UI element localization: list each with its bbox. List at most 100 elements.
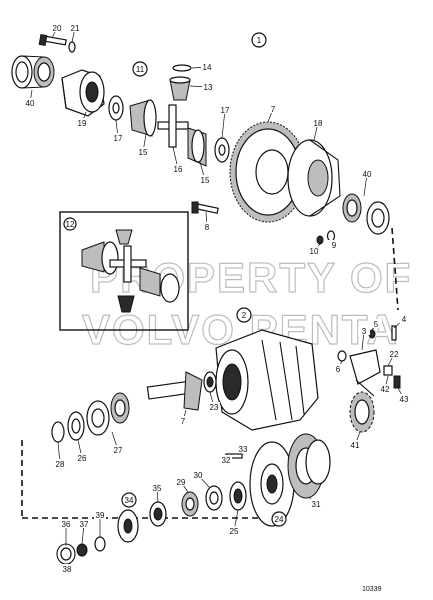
part-label-29: 29 — [175, 477, 189, 493]
shim-26-part — [67, 411, 85, 441]
part-label-24: 24 — [271, 511, 287, 527]
label-backdrop — [398, 394, 410, 403]
part-number: 7 — [271, 105, 276, 114]
bearing-31-part — [287, 433, 331, 499]
label-backdrop — [358, 326, 370, 335]
flange-34-part — [117, 509, 139, 543]
part-number: 43 — [400, 395, 409, 404]
part-number: 41 — [351, 441, 360, 450]
bearing-25-part — [229, 481, 247, 511]
washer-21-part — [68, 41, 76, 53]
part-number: 27 — [114, 446, 123, 455]
part-number: 23 — [210, 403, 219, 412]
part-number: 3 — [362, 327, 367, 336]
part-number: 10 — [310, 247, 319, 256]
part-label-37: 37 — [78, 519, 90, 545]
inset-label: 12 — [66, 220, 75, 229]
ring-29-part — [181, 491, 199, 517]
label-backdrop — [349, 440, 361, 449]
label-backdrop — [201, 62, 213, 71]
part-label-31: 31 — [309, 497, 322, 509]
washer-39-part — [94, 536, 106, 552]
label-backdrop — [310, 499, 322, 508]
part-number: 36 — [62, 520, 71, 529]
assembly-guide-right — [391, 227, 399, 311]
label-backdrop — [199, 175, 211, 184]
label-backdrop — [308, 246, 320, 255]
part-number: 21 — [71, 24, 80, 33]
thrust-washer-17-left-part — [108, 95, 124, 121]
part-number: 30 — [194, 471, 203, 480]
label-backdrop — [172, 164, 184, 173]
part-number: 33 — [239, 445, 248, 454]
part-label-7: 7 — [267, 104, 279, 123]
part-label-17: 17 — [219, 105, 231, 139]
label-backdrop — [208, 402, 220, 411]
label-backdrop — [312, 118, 324, 127]
case-half-18-part — [287, 139, 341, 217]
part-number: 37 — [80, 520, 89, 529]
part-label-38: 38 — [61, 563, 73, 574]
part-label-14: 14 — [191, 62, 213, 72]
bearing-23-part — [203, 371, 217, 393]
part-number: 32 — [222, 456, 231, 465]
part-label-35: 35 — [151, 483, 163, 503]
part-label-10: 10 — [308, 243, 321, 256]
callout-circle — [132, 61, 148, 77]
part-number: 34 — [125, 496, 134, 505]
part-label-17: 17 — [112, 119, 124, 143]
part-number: 17 — [114, 134, 123, 143]
part-number: 26 — [78, 454, 87, 463]
differential-case-group — [11, 33, 390, 245]
thrust-washer-17-right-part — [214, 137, 230, 163]
pinion-gear-13-part — [169, 76, 191, 101]
part-label-36: 36 — [60, 519, 72, 546]
label-backdrop — [151, 483, 163, 492]
part-label-15: 15 — [199, 161, 211, 185]
nut-37-part — [76, 543, 88, 557]
part-label-8: 8 — [201, 211, 213, 232]
label-backdrop — [76, 118, 88, 127]
part-number: 17 — [221, 106, 230, 115]
label-backdrop — [361, 169, 373, 178]
part-number: 2 — [242, 311, 247, 320]
part-number: 5 — [374, 320, 379, 329]
part-number: 25 — [230, 527, 239, 536]
label-backdrop — [379, 384, 391, 393]
label-backdrop — [76, 453, 88, 462]
adjuster-ring-41-part — [349, 391, 375, 433]
part-label-2: 2 — [236, 307, 252, 323]
label-backdrop — [388, 349, 400, 358]
part-label-21: 21 — [69, 23, 81, 43]
washer-14-part — [172, 64, 192, 72]
part-label-16: 16 — [172, 146, 184, 174]
spider-cross-16-part — [157, 104, 189, 148]
part-label-25: 25 — [228, 509, 240, 536]
bolt-4-part — [391, 325, 397, 341]
part-label-41: 41 — [349, 431, 361, 450]
part-number: 38 — [63, 565, 72, 574]
part-number: 20 — [53, 24, 62, 33]
callout-circle — [236, 307, 252, 323]
part-label-5: 5 — [370, 319, 382, 331]
side-gear-15-left-part — [129, 99, 157, 137]
label-backdrop — [192, 470, 204, 479]
bearing-40-right-part — [342, 193, 390, 235]
part-label-42: 42 — [379, 375, 391, 394]
label-backdrop — [398, 314, 410, 323]
part-label-33: 33 — [237, 444, 249, 454]
part-label-23: 23 — [208, 391, 220, 412]
part-label-40: 40 — [24, 89, 36, 108]
pinion-shaft-7-part — [146, 371, 203, 411]
part-number: 22 — [390, 350, 399, 359]
part-number: 6 — [336, 365, 341, 374]
case-half-19-part — [61, 69, 105, 117]
label-backdrop — [201, 222, 213, 231]
bolt-20-part — [38, 33, 67, 47]
part-number: 24 — [275, 515, 284, 524]
part-label-28: 28 — [54, 441, 66, 469]
label-backdrop — [177, 416, 189, 425]
label-backdrop — [328, 240, 340, 249]
bearing-cap-3-part — [349, 349, 381, 397]
